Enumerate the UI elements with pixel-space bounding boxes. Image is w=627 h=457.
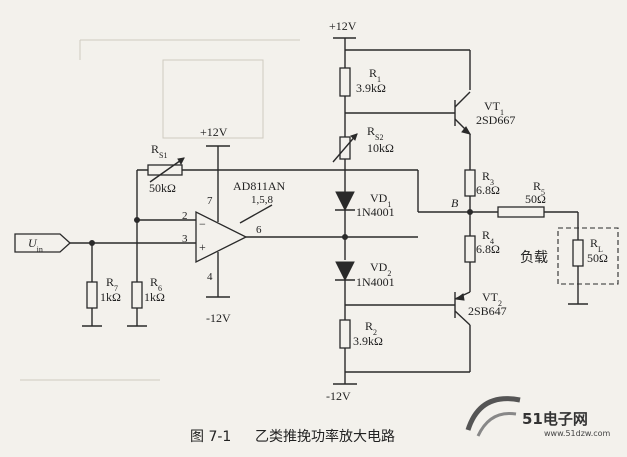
rs2-label: RS2 bbox=[367, 124, 383, 142]
opamp-inv-sign: − bbox=[199, 217, 206, 231]
potentiometer-rs2 bbox=[332, 133, 358, 192]
load-label: 负载 bbox=[520, 250, 548, 266]
rs1-value: 50kΩ bbox=[149, 181, 176, 195]
vd2-label: VD2 bbox=[370, 260, 391, 278]
rs2-value: 10kΩ bbox=[367, 141, 394, 155]
input-terminal bbox=[14, 233, 196, 253]
top-rail-label: +12V bbox=[329, 19, 357, 33]
vd1-label: VD1 bbox=[370, 191, 391, 209]
opamp-pin3: 3 bbox=[182, 233, 188, 245]
opamp-pin4: 4 bbox=[207, 271, 213, 283]
rs1-label: RS1 bbox=[151, 142, 167, 160]
vd2-part: 1N4001 bbox=[356, 275, 395, 289]
r3-label: R3 bbox=[482, 169, 494, 187]
r3-value: 6.8Ω bbox=[476, 183, 500, 197]
figure-title: 乙类推挽功率放大电路 bbox=[255, 428, 395, 445]
vd1-part: 1N4001 bbox=[356, 205, 395, 219]
watermark-brand: 51电子网 bbox=[522, 410, 588, 428]
feedback-network bbox=[134, 169, 418, 223]
resistor-r7 bbox=[82, 243, 102, 327]
opamp-pin2: 2 bbox=[182, 210, 188, 222]
resistor-r3 bbox=[464, 169, 476, 236]
top-supply-rail bbox=[333, 37, 471, 90]
r7-value: 1kΩ bbox=[100, 290, 121, 304]
vt2-part: 2SB647 bbox=[468, 304, 507, 318]
r1-value: 3.9kΩ bbox=[356, 81, 386, 95]
r2-value: 3.9kΩ bbox=[353, 334, 383, 348]
node-b-wiring bbox=[417, 170, 498, 215]
rl-value: 50Ω bbox=[587, 251, 608, 265]
resistor-r6 bbox=[127, 220, 147, 327]
r4-label: R4 bbox=[482, 228, 494, 246]
r5-value: 50Ω bbox=[525, 192, 546, 206]
opamp-part: AD811AN bbox=[233, 179, 286, 193]
transistor-vt1 bbox=[454, 91, 472, 170]
opamp-pos-supply: +12V bbox=[200, 125, 228, 139]
transistor-vt2 bbox=[454, 291, 471, 326]
vt1-label: VT1 bbox=[484, 99, 504, 117]
resistor-r4 bbox=[464, 235, 476, 292]
bottom-rail-label: -12V bbox=[326, 389, 351, 403]
rl-label: RL bbox=[590, 236, 603, 254]
r6-label: R6 bbox=[150, 275, 162, 293]
figure-number: 图 7-1 bbox=[190, 429, 231, 445]
watermark-url: www.51dzw.com bbox=[544, 429, 611, 438]
r4-value: 6.8Ω bbox=[476, 242, 500, 256]
watermark-logo: 51电子网 www.51dzw.com bbox=[465, 396, 611, 438]
input-label: Uin bbox=[28, 236, 43, 254]
opamp-pins-top: 1,5,8 bbox=[251, 194, 274, 206]
vt2-label: VT2 bbox=[482, 290, 502, 308]
resistor-r2 bbox=[339, 319, 351, 372]
op-amp-ad811an bbox=[195, 145, 418, 298]
vt1-part: 2SD667 bbox=[476, 113, 515, 127]
scan-artifact bbox=[20, 39, 300, 381]
diode-vd2 bbox=[335, 261, 355, 320]
opamp-pin7: 7 bbox=[207, 195, 213, 207]
potentiometer-rs1 bbox=[147, 157, 185, 183]
opamp-pin6: 6 bbox=[256, 224, 262, 236]
opamp-neg-supply: -12V bbox=[206, 311, 231, 325]
r6-value: 1kΩ bbox=[144, 290, 165, 304]
r2-label: R2 bbox=[365, 319, 377, 337]
resistor-r5 bbox=[497, 206, 579, 240]
diode-vd1 bbox=[335, 191, 355, 260]
bottom-supply-rail bbox=[333, 325, 471, 385]
r7-label: R7 bbox=[106, 275, 118, 293]
r5-label: R5 bbox=[533, 179, 545, 197]
opamp-noninv-sign: + bbox=[199, 240, 206, 254]
load-box bbox=[557, 227, 619, 304]
node-b-label: B bbox=[451, 196, 459, 210]
r1-label: R1 bbox=[369, 66, 381, 84]
resistor-r1 bbox=[339, 67, 351, 137]
